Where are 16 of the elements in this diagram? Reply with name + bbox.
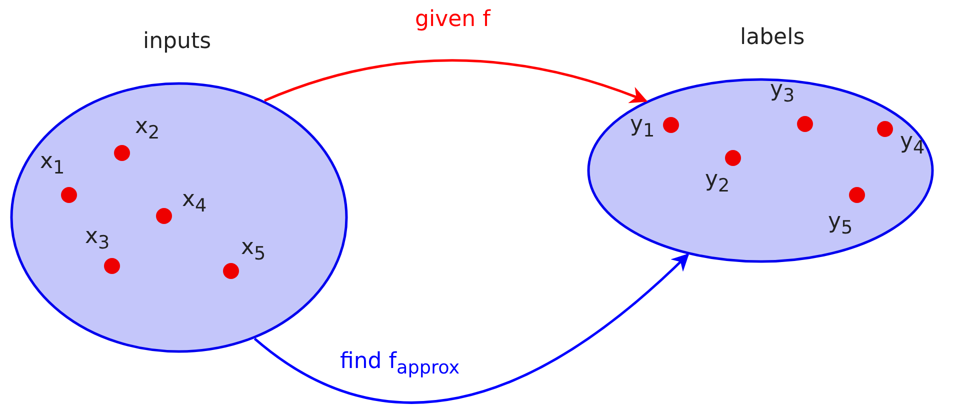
set-title: inputs <box>143 30 212 54</box>
point-label: x$_{1}$ <box>40 150 65 179</box>
point-label: y$_{3}$ <box>770 78 795 107</box>
point-label: y$_{4}$ <box>900 130 925 159</box>
arrow <box>264 59 648 104</box>
edge-label: given f <box>415 8 490 32</box>
point-label: x$_{5}$ <box>241 236 266 265</box>
point-label: x$_{3}$ <box>85 225 110 254</box>
arrow <box>254 253 690 404</box>
point-label: x$_{4}$ <box>182 188 207 217</box>
set-title: labels <box>740 26 805 50</box>
point-label: y$_{5}$ <box>828 210 853 239</box>
point-label: y$_{1}$ <box>630 113 655 142</box>
point-label: y$_{2}$ <box>705 168 730 197</box>
edge-label: find f$_{approx}$ <box>340 350 460 379</box>
point-label: x$_{2}$ <box>135 115 160 144</box>
